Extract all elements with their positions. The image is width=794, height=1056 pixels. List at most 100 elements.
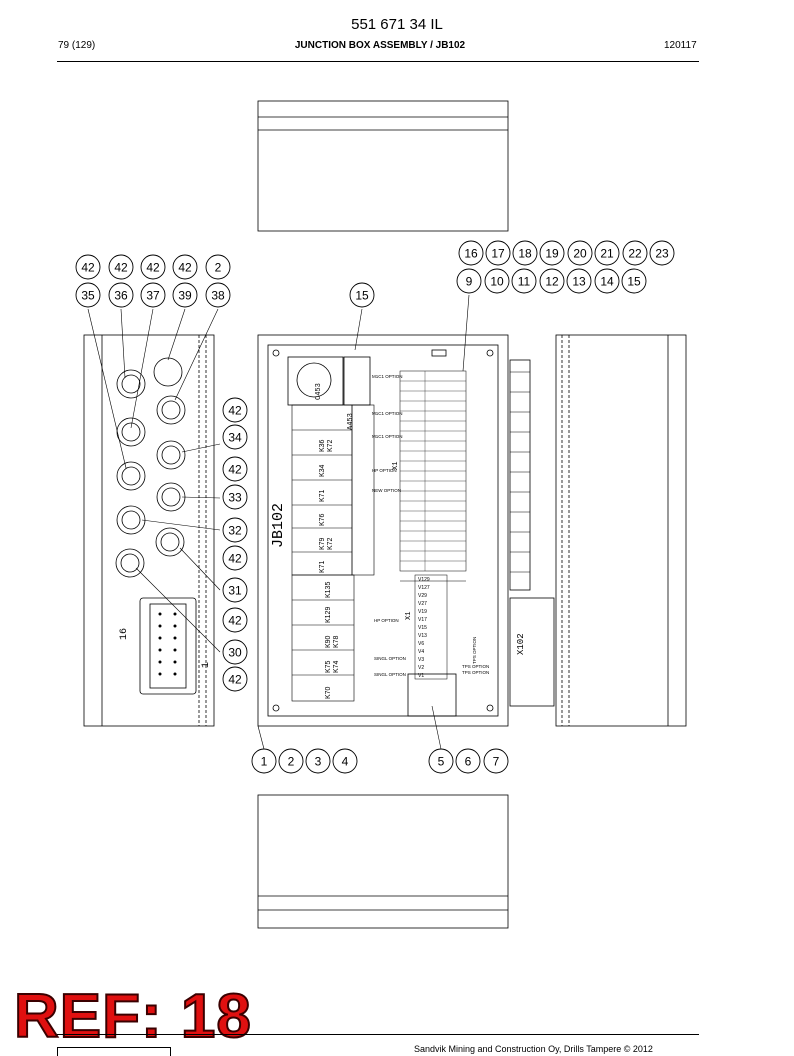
option-note: SINGL OPTION [374, 656, 406, 661]
option-note: M1C1 OPTION [372, 411, 403, 416]
callout-balloon: 42 [108, 254, 134, 280]
relay-label: K129 [325, 607, 332, 623]
callout-number: 12 [545, 275, 559, 289]
v-label: V127 [418, 585, 430, 591]
v-label: V17 [418, 617, 427, 623]
footer-rule [57, 1034, 699, 1035]
relay-label: K71 [319, 560, 326, 573]
cable-gland [156, 482, 186, 512]
callout-number: 20 [573, 247, 587, 261]
connector-label-right: 1 [201, 662, 212, 668]
option-note: M1C1 OPTION [372, 434, 403, 439]
callout-number: 36 [114, 289, 128, 303]
v-label: V1 [418, 673, 424, 679]
relay-label: K72 [327, 537, 334, 550]
callout-balloon: 23 [649, 240, 675, 266]
callout-number: 2 [215, 261, 222, 275]
callout-number: 18 [518, 247, 532, 261]
relay-label: K78 [333, 635, 340, 648]
callout-balloon: 20 [567, 240, 593, 266]
callout-balloon: 9 [456, 268, 482, 294]
callout-balloon: 14 [594, 268, 620, 294]
callout-balloon: 42 [222, 666, 248, 692]
cable-gland [156, 395, 186, 425]
document-date: 120117 [664, 40, 697, 51]
callout-balloon: 42 [140, 254, 166, 280]
callout-number: 13 [572, 275, 586, 289]
callout-number: 42 [228, 404, 242, 418]
callout-balloon: 22 [622, 240, 648, 266]
callout-number: 15 [627, 275, 641, 289]
callout-number: 32 [228, 524, 242, 538]
document-number: 551 671 34 IL [351, 16, 443, 33]
side-label: X102 [516, 633, 526, 655]
connector-label-left: 16 [119, 628, 130, 640]
cable-gland [116, 417, 146, 447]
v-label: V27 [418, 601, 427, 607]
callout-balloon: 36 [108, 282, 134, 308]
callout-balloon: 42 [172, 254, 198, 280]
option-note: NEW OPTION [372, 488, 401, 493]
option-note: TPS OPTION [462, 670, 489, 675]
callout-number: 22 [628, 247, 642, 261]
callout-number: 42 [81, 261, 95, 275]
callout-balloon: 1 [251, 748, 277, 774]
component-c453: C453 [315, 383, 323, 400]
component-a453: A453 [347, 413, 355, 430]
callout-number: 5 [438, 755, 445, 769]
relay-label: K74 [333, 660, 340, 673]
callout-balloon: 32 [222, 517, 248, 543]
callout-number: 11 [518, 275, 531, 289]
callout-balloon: 19 [539, 240, 565, 266]
left-side-view [83, 334, 215, 727]
copyright-text: Sandvik Mining and Construction Oy, Dril… [414, 1044, 653, 1054]
callout-number: 23 [655, 247, 669, 261]
callout-balloon: 5 [428, 748, 454, 774]
option-note: HP OPTION [374, 618, 399, 623]
callout-balloon: 42 [222, 397, 248, 423]
cable-gland [116, 461, 146, 491]
callout-balloon: 33 [222, 484, 248, 510]
page-number: 79 (129) [58, 40, 96, 51]
callout-number: 39 [178, 289, 192, 303]
callout-balloon: 13 [566, 268, 592, 294]
callout-number: 7 [493, 755, 500, 769]
callout-number: 10 [490, 275, 504, 289]
callout-balloon: 12 [539, 268, 565, 294]
relay-label: K70 [325, 686, 332, 699]
callout-balloon: 18 [512, 240, 538, 266]
relay-label: K72 [327, 439, 334, 452]
callout-number: 42 [228, 614, 242, 628]
callout-number: 14 [600, 275, 614, 289]
v-label: V13 [418, 633, 427, 639]
cable-gland [153, 357, 183, 387]
callout-number: 15 [355, 289, 369, 303]
callout-balloon: 21 [594, 240, 620, 266]
cable-gland [156, 440, 186, 470]
callout-number: 42 [178, 261, 192, 275]
relay-label: K71 [319, 489, 326, 502]
callout-number: 4 [342, 755, 349, 769]
callout-balloon: 3 [305, 748, 331, 774]
relay-label: K36 [319, 439, 326, 452]
callout-balloon: 42 [222, 545, 248, 571]
leader-lines [87, 294, 470, 750]
cable-gland [115, 548, 145, 578]
v-label: V129 [418, 577, 430, 583]
callout-number: 17 [491, 247, 505, 261]
cable-gland [116, 505, 146, 535]
callout-number: 16 [464, 247, 478, 261]
callout-balloon: 30 [222, 639, 248, 665]
v-label: V6 [418, 641, 424, 647]
bottom-view-panel [257, 794, 509, 929]
strip-x1-top: X1 [392, 462, 400, 470]
callout-balloon: 17 [485, 240, 511, 266]
option-note: TPS OPTION [462, 664, 489, 669]
callout-balloon: 10 [484, 268, 510, 294]
brand-logo-box [57, 1047, 171, 1056]
option-note: M1C1 OPTION [372, 374, 403, 379]
callout-balloon: 15 [621, 268, 647, 294]
callout-balloon: 2 [205, 254, 231, 280]
